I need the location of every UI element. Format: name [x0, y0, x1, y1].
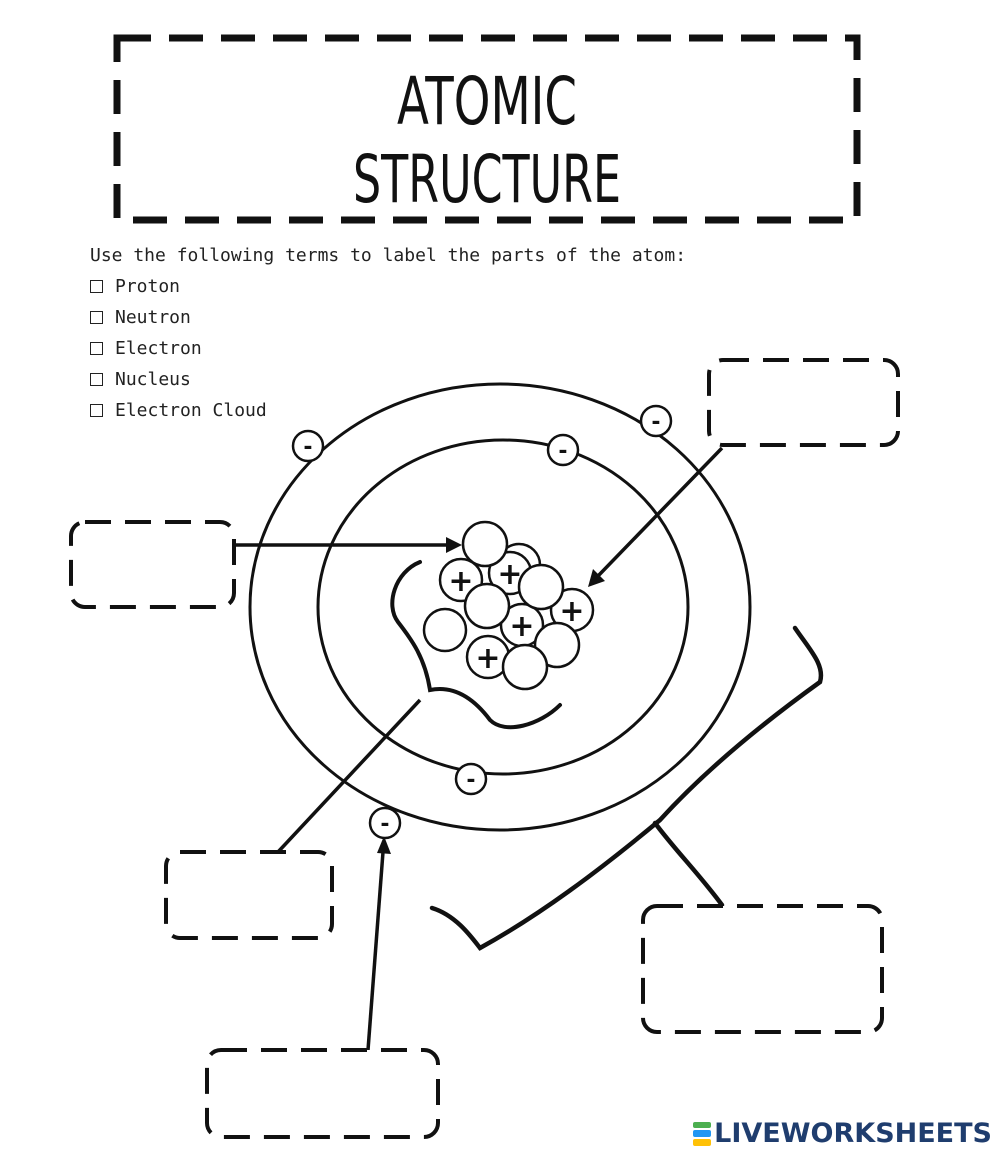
label-box-top-right[interactable] [707, 358, 900, 447]
instructions-block: Use the following terms to label the par… [90, 240, 686, 426]
checkbox[interactable] [90, 404, 103, 417]
svg-text:-: - [466, 768, 475, 793]
instructions-text: Use the following terms to label the par… [90, 245, 687, 266]
title-line-2: STRUCTURE [353, 141, 621, 218]
title-line-1: ATOMIC [397, 63, 577, 140]
neutron [517, 563, 565, 611]
brand-name: LIVEWORKSHEETS [714, 1118, 992, 1149]
checkbox[interactable] [90, 280, 103, 293]
arrow-bottom-to-electron [366, 836, 391, 1051]
outer-orbit [248, 382, 752, 832]
brand-icon-bar [693, 1138, 712, 1146]
svg-text:-: - [380, 812, 389, 837]
proton: + [499, 602, 545, 648]
neutron [501, 643, 549, 691]
checkbox[interactable] [90, 311, 103, 324]
term-electron-cloud: Electron Cloud [90, 395, 686, 426]
title-frame [113, 34, 861, 224]
electron: - [639, 404, 673, 438]
term-label: Electron Cloud [115, 400, 267, 421]
label-box-bottom-right[interactable] [641, 904, 884, 1034]
brand-icon-bar [693, 1130, 712, 1137]
electron: - [368, 806, 402, 840]
electron: - [291, 429, 325, 463]
svg-text:-: - [558, 439, 567, 464]
proton: + [465, 634, 511, 680]
brand-icon [693, 1121, 712, 1147]
liveworksheets-logo: LIVEWORKSHEETS [693, 1118, 992, 1149]
checkbox[interactable] [90, 373, 103, 386]
svg-text:+: + [475, 641, 500, 676]
leader-line-bracket [276, 698, 422, 854]
arrow-topright-to-nucleus [588, 446, 724, 587]
term-label: Proton [115, 276, 181, 297]
nucleus-bracket [390, 560, 562, 730]
inner-orbit [316, 438, 690, 776]
neutron [463, 582, 511, 630]
term-label: Nucleus [115, 369, 191, 390]
electron-cloud-bracket-tip [652, 820, 725, 908]
svg-text:-: - [303, 435, 312, 460]
term-label: Electron [115, 338, 202, 359]
label-box-bottom-left[interactable] [164, 850, 334, 940]
svg-text:-: - [651, 410, 660, 435]
brand-icon-bar [693, 1121, 712, 1129]
term-label: Neutron [115, 307, 191, 328]
neutron [533, 621, 581, 669]
svg-text:+: + [509, 609, 534, 644]
proton: + [549, 587, 595, 633]
term-neutron: Neutron [90, 302, 686, 333]
neutron [461, 520, 509, 568]
electron-cloud-bracket [429, 625, 824, 951]
label-box-left[interactable] [69, 520, 236, 609]
term-nucleus: Nucleus [90, 364, 686, 395]
arrow-left-to-nucleus [236, 537, 462, 553]
neutron [422, 607, 468, 653]
term-electron: Electron [90, 333, 686, 364]
electron: - [546, 433, 580, 467]
nucleus: + + + + + [422, 520, 595, 691]
term-proton: Proton [90, 271, 686, 302]
electron: - [454, 762, 488, 796]
label-box-bottom-center[interactable] [205, 1048, 440, 1139]
checkbox[interactable] [90, 342, 103, 355]
